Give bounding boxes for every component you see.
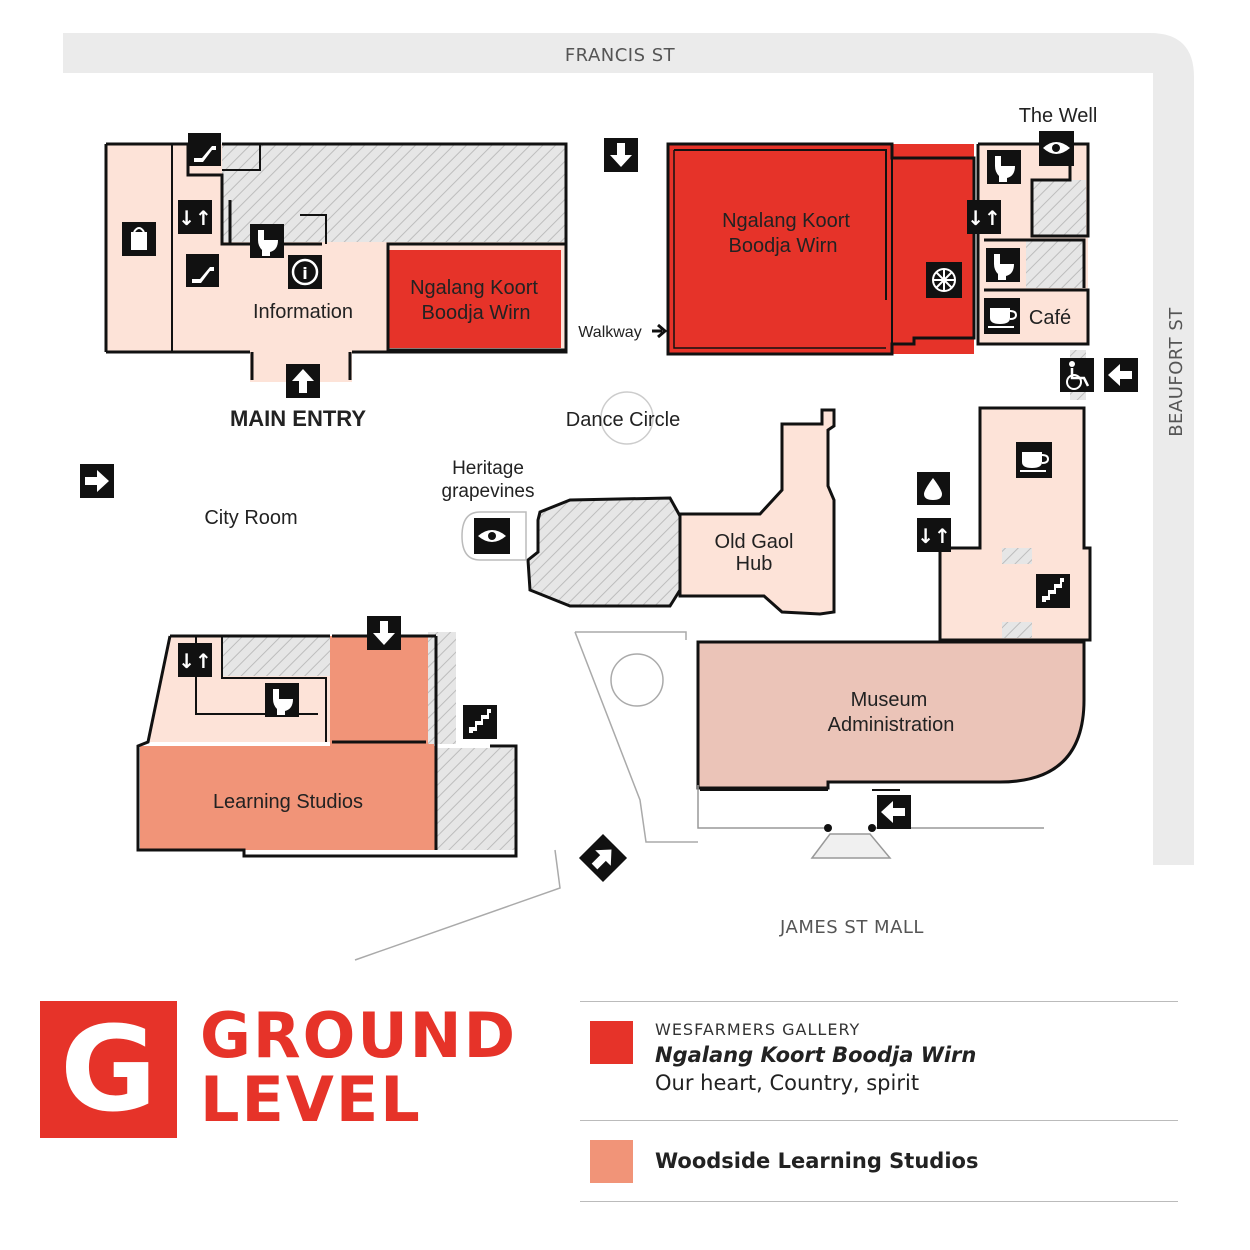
stairs-icon [1036, 574, 1070, 608]
gallery-east-room [668, 144, 974, 354]
level-title-line-2: LEVEL [200, 1063, 422, 1136]
admin-label-2: Administration [828, 714, 955, 736]
arrow-icon [80, 464, 114, 498]
street-beaufort-label: BEAUFORT ST [1166, 307, 1187, 437]
eye-icon [1039, 131, 1074, 166]
information-icon: i [288, 255, 322, 289]
fan-icon [926, 262, 962, 298]
lift-icon: ↓↑ [178, 643, 212, 677]
legend-swatch-gallery [590, 1021, 633, 1064]
toilet-icon [265, 683, 299, 717]
shopping-bag-icon [122, 222, 156, 256]
old-gaol-building [526, 408, 836, 616]
museum-ground-level-map: ↓↑ i ↓↑ ↓↑ ↓↑ FRANCIS ST BEAUFORT ST JAM… [63, 33, 1194, 961]
svg-text:↓↑: ↓↑ [178, 649, 212, 673]
lift-icon: ↓↑ [967, 200, 1001, 234]
lift-icon: ↓↑ [178, 200, 212, 234]
level-title: GROUND LEVEL [200, 1004, 517, 1132]
dance-circle-marker [600, 391, 654, 445]
walkway-arrow-icon [652, 323, 668, 339]
arrow-icon [367, 616, 401, 650]
escalator-icon [186, 254, 219, 287]
arrow-icon [578, 833, 628, 883]
toilet-icon [986, 248, 1020, 282]
old-gaol-label-2: Hub [736, 553, 773, 575]
svg-text:↓↑: ↓↑ [178, 206, 212, 230]
admin-label-1: Museum [851, 689, 928, 711]
heritage-label-1: Heritage [452, 458, 524, 479]
cafe-label: Café [1029, 307, 1071, 329]
lift-icon: ↓↑ [917, 518, 951, 552]
street-james-label: JAMES ST MALL [779, 917, 924, 938]
the-well-label: The Well [1019, 105, 1098, 127]
old-gaol-label-1: Old Gaol [715, 531, 794, 553]
legend-gallery-name: Ngalang Koort Boodja Wirn [655, 1043, 977, 1067]
toilet-icon [987, 150, 1021, 184]
coffee-cup-icon [984, 298, 1020, 334]
legend-gallery-small: WESFARMERS GALLERY [655, 1020, 861, 1039]
city-room-label: City Room [204, 507, 297, 529]
legend-swatch-studios [590, 1140, 633, 1183]
heritage-label-2: grapevines [442, 481, 535, 502]
legend-studios-name: Woodside Learning Studios [655, 1149, 979, 1173]
wheelchair-icon [1060, 358, 1094, 392]
svg-text:↓↑: ↓↑ [967, 206, 1001, 230]
information-label: Information [253, 301, 353, 323]
level-badge: G [40, 1001, 177, 1138]
level-title-line-1: GROUND [200, 999, 518, 1072]
legend-row-gallery: WESFARMERS GALLERY Ngalang Koort Boodja … [580, 1001, 1178, 1120]
learning-studios-label: Learning Studios [213, 791, 363, 813]
legend-row-studios: Woodside Learning Studios [580, 1120, 1178, 1202]
gallery-west-label-1: Ngalang Koort [410, 277, 538, 299]
escalator-icon [188, 133, 221, 166]
coffee-cup-icon [1016, 442, 1052, 478]
main-entry-label: MAIN ENTRY [230, 406, 366, 431]
toilet-icon [250, 224, 284, 258]
stairs-icon [463, 705, 497, 739]
west-building [104, 142, 568, 382]
admin-building [696, 640, 1086, 859]
svg-text:↓↑: ↓↑ [917, 524, 951, 548]
legend-gallery-tagline: Our heart, Country, spirit [655, 1071, 920, 1095]
gallery-west-label-2: Boodja Wirn [422, 302, 531, 324]
legend: WESFARMERS GALLERY Ngalang Koort Boodja … [580, 1001, 1178, 1202]
walkway-label: Walkway [578, 324, 641, 341]
east-gallery-building [666, 142, 1090, 356]
water-drop-icon [917, 472, 950, 505]
svg-text:i: i [302, 264, 307, 283]
street-francis-label: FRANCIS ST [565, 45, 676, 66]
round-feature [610, 653, 664, 707]
gallery-east-label-2: Boodja Wirn [729, 235, 838, 257]
arrow-icon [604, 138, 638, 172]
eye-icon [474, 518, 510, 554]
arrow-icon [286, 364, 320, 398]
gallery-west-room [389, 250, 561, 348]
dance-circle-label: Dance Circle [566, 409, 680, 431]
gallery-east-label-1: Ngalang Koort [722, 210, 850, 232]
arrow-icon [877, 795, 911, 829]
arrow-icon [1104, 358, 1138, 392]
